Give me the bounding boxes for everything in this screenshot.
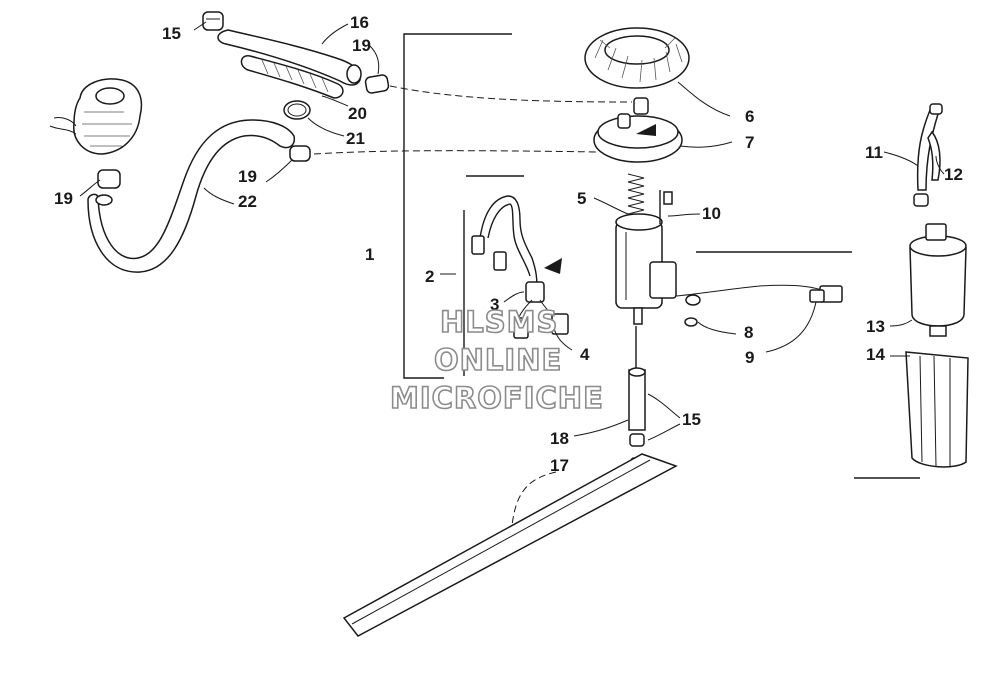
callout-6: 6 (745, 107, 754, 126)
callout-15-rod: 15 (682, 410, 701, 429)
callout-4: 4 (580, 345, 590, 364)
callout-12: 12 (944, 165, 963, 184)
clamp-21[interactable] (283, 100, 311, 120)
callout-14: 14 (866, 345, 885, 364)
watermark-line-2: ONLINE (434, 343, 562, 377)
fitting-19-mid[interactable] (289, 145, 311, 162)
watermark-line-3: MICROFICHE (390, 381, 604, 415)
fitting-19-left[interactable] (97, 169, 121, 189)
hose-18[interactable] (217, 29, 362, 86)
callout-17: 18 (550, 429, 569, 448)
baffle-strip-16[interactable] (342, 453, 678, 637)
bracket-lines (403, 33, 920, 479)
connector-4[interactable] (513, 299, 569, 339)
leader-lines (79, 21, 945, 527)
callout-8: 8 (744, 323, 753, 342)
lock-ring-6[interactable] (584, 27, 690, 89)
float-wire-9[interactable] (675, 284, 843, 303)
pickup-rod-17[interactable] (628, 326, 646, 431)
fuel-pump-13[interactable] (909, 223, 967, 337)
callout-20: 20 (348, 104, 367, 123)
callout-22: 22 (238, 192, 257, 211)
callout-1: 1 (365, 245, 374, 264)
hose-22[interactable] (87, 119, 296, 273)
callout-21: 21 (346, 129, 365, 148)
flange-7[interactable] (593, 97, 683, 163)
watermark-line-1: HLSMS (440, 305, 558, 339)
fitting-15-top[interactable] (202, 11, 224, 31)
callout-3: 3 (490, 295, 499, 314)
callout-2: 2 (425, 267, 434, 286)
callout-19-left: 19 (54, 189, 73, 208)
callout-7: 7 (745, 133, 754, 152)
callout-9: 9 (745, 348, 754, 367)
callout-19-top: 19 (352, 36, 371, 55)
callout-15-top: 15 (162, 24, 181, 43)
pump-housing-10[interactable] (615, 190, 677, 325)
callout-13: 13 (866, 317, 885, 336)
callout-10: 10 (702, 204, 721, 223)
callout-11: 11 (865, 143, 883, 162)
wiring-harness-2[interactable] (471, 195, 562, 303)
hose-11[interactable] (913, 103, 943, 207)
fitting-19-top[interactable] (364, 74, 390, 94)
callout-18: 16 (350, 13, 369, 32)
fuel-cap-vent (49, 78, 143, 155)
callout-19-mid: 19 (238, 167, 257, 186)
float-arm-8[interactable] (684, 294, 701, 327)
callout-16: 17 (550, 456, 569, 475)
hose-20[interactable] (240, 55, 344, 99)
hose-12[interactable] (927, 130, 941, 181)
pump-sleeve-14[interactable] (905, 351, 969, 468)
callout-5: 5 (577, 189, 586, 208)
